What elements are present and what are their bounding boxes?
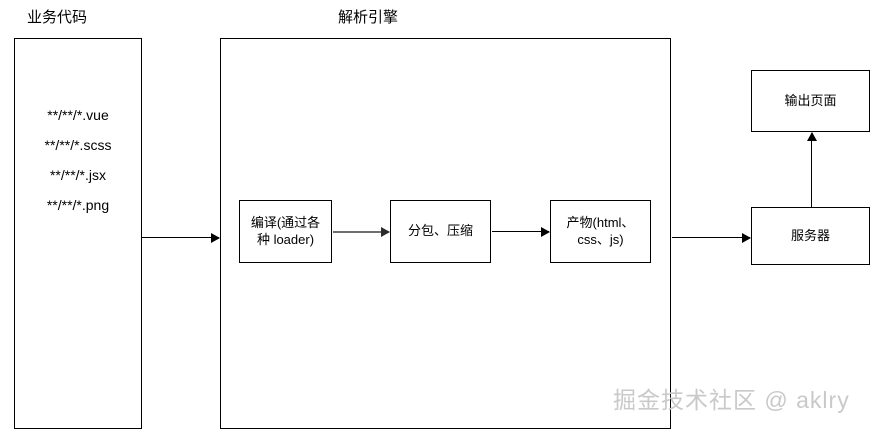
file-pattern-item: **/**/*.vue bbox=[47, 107, 109, 123]
arrow-server-to-output-page bbox=[811, 133, 812, 207]
parse-engine-title: 解析引擎 bbox=[338, 9, 399, 26]
arrow-compile-to-chunk-compress bbox=[333, 231, 389, 233]
process-box-chunk-compress: 分包、压缩 bbox=[390, 200, 491, 263]
business-code-title: 业务代码 bbox=[27, 9, 88, 26]
file-pattern-item: **/**/*.scss bbox=[44, 137, 112, 153]
business-code-container bbox=[14, 38, 142, 429]
output-page-box: 输出页面 bbox=[751, 70, 870, 132]
arrow-chunk-compress-to-artifacts bbox=[492, 231, 549, 232]
file-pattern-item: **/**/*.png bbox=[46, 197, 110, 213]
arrow-parse-engine-to-server bbox=[672, 237, 750, 238]
process-box-artifacts: 产物(html、css、js) bbox=[550, 200, 651, 263]
file-pattern-item: **/**/*.jsx bbox=[49, 167, 107, 183]
watermark-text: 掘金技术社区 @ aklry bbox=[613, 387, 850, 413]
server-box: 服务器 bbox=[751, 207, 870, 265]
process-box-compile: 编译(通过各种 loader) bbox=[239, 200, 332, 263]
arrow-business-code-to-parse-engine bbox=[142, 237, 219, 238]
file-pattern-list: **/**/*.vue **/**/*.scss **/**/*.jsx **/… bbox=[14, 100, 142, 220]
